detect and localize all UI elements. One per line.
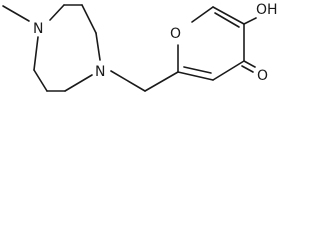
atom-label-carbonyl-oxygen: O xyxy=(257,68,268,84)
pyranone-ring xyxy=(177,6,245,81)
pyranone-bond-c6-c5-inner xyxy=(214,12,240,28)
methyl-bond xyxy=(2,5,30,22)
atom-label-hydroxy: OH xyxy=(256,2,278,18)
pyranone-bond-o1-c6 xyxy=(191,6,214,23)
piperazine-bond-n1-c2 xyxy=(49,4,65,21)
hydroxy-bond xyxy=(243,17,257,25)
piperazine-bond-c7-n1 xyxy=(33,36,39,71)
piperazine-bond-n4-c5 xyxy=(64,74,93,92)
pyranone-bond-c4-c3 xyxy=(212,60,245,81)
linker-bond-ch2-c2 xyxy=(144,71,179,92)
chemical-structure-diagram: N N O OH O xyxy=(2,2,278,92)
pyranone-bond-c6-c5 xyxy=(212,6,245,25)
linker-bond-n-ch2 xyxy=(110,70,146,92)
piperazine-bond-c4-n4 xyxy=(95,32,101,61)
carbonyl-bond-a xyxy=(243,60,256,68)
piperazine-bond-c6-c7 xyxy=(33,69,48,92)
atom-label-n-linker: N xyxy=(95,64,105,80)
atom-label-n-methyl: N xyxy=(33,21,43,37)
pyranone-bond-c3-c2-inner xyxy=(183,66,212,74)
pyranone-bond-c3-c2 xyxy=(177,71,214,81)
atom-label-ring-oxygen: O xyxy=(170,26,181,42)
carbonyl-bond-b xyxy=(241,65,254,73)
piperazine-bond-c3-c4 xyxy=(81,4,97,34)
piperazine-ring xyxy=(33,4,101,92)
